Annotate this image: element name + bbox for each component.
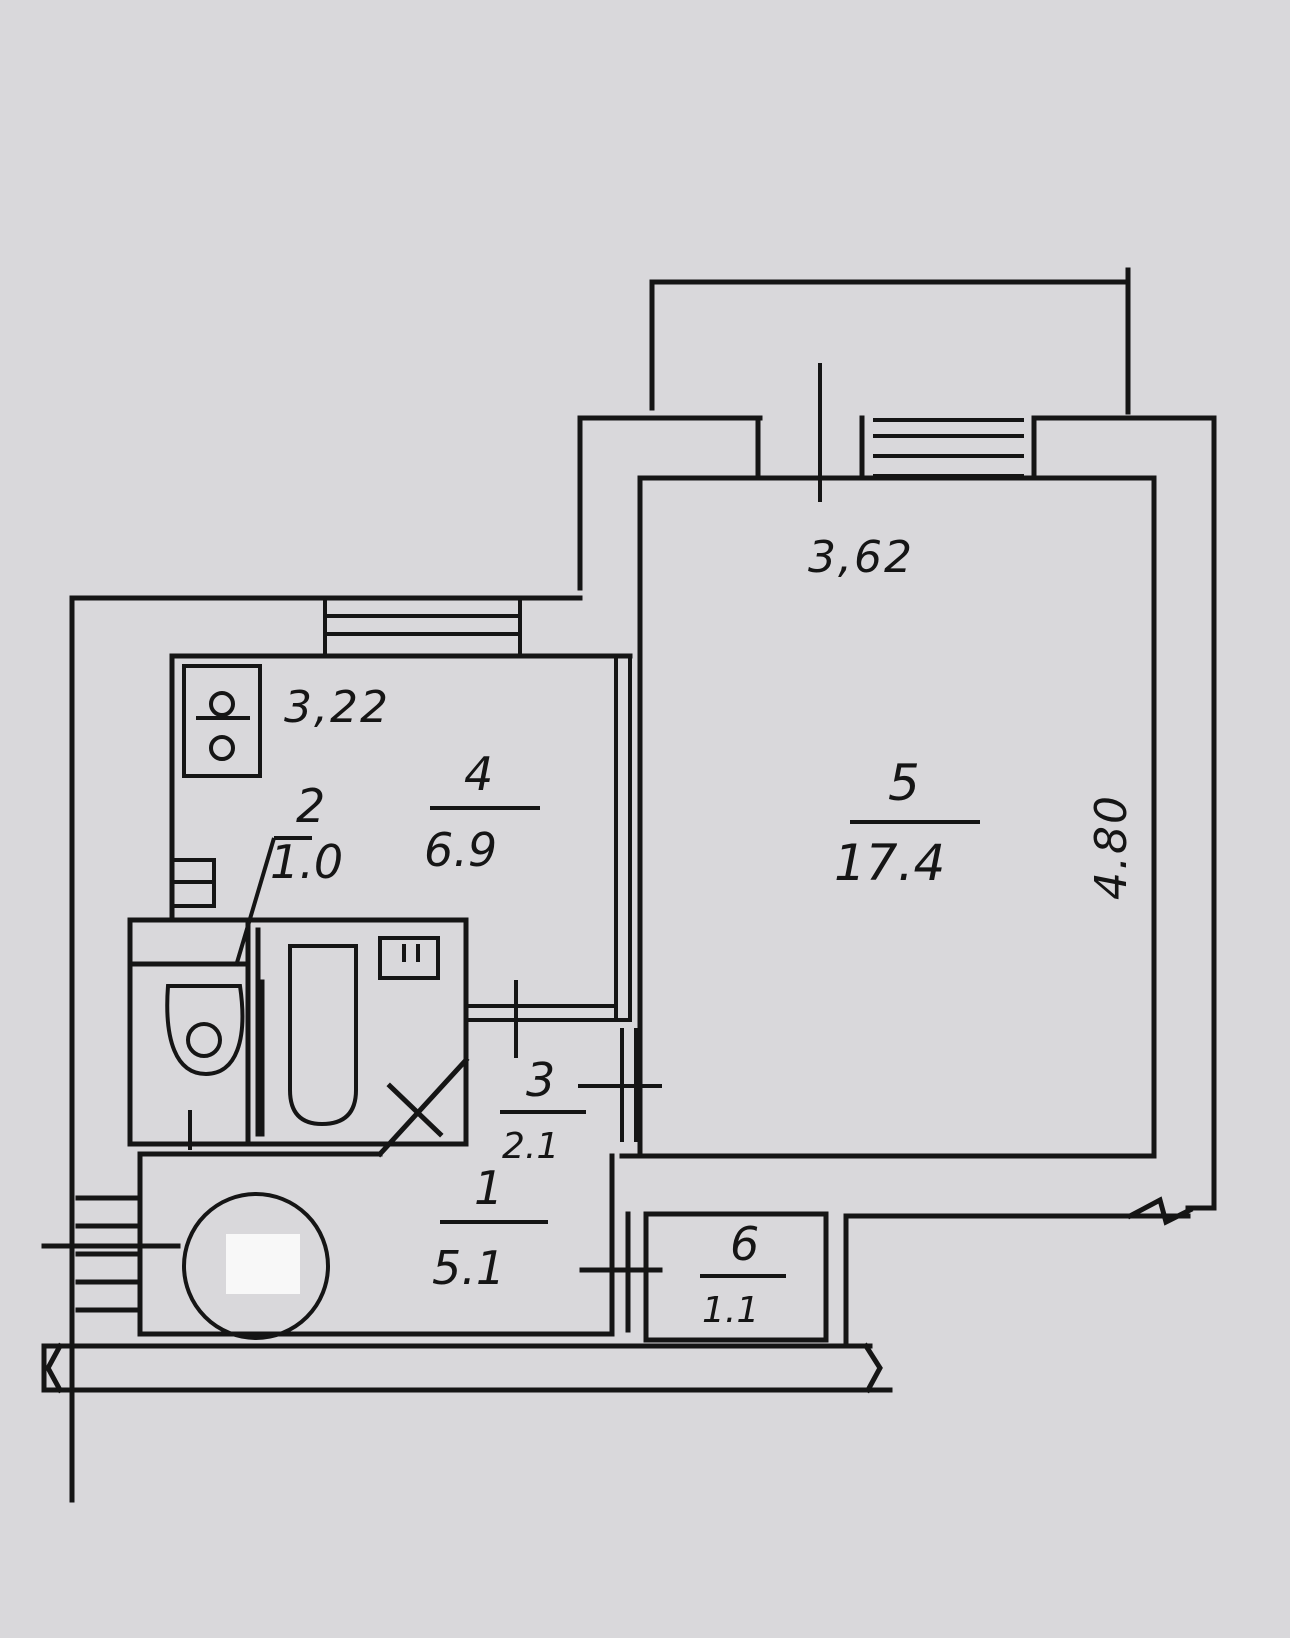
room-width-dimension: 3,62 <box>808 532 914 583</box>
window-room <box>818 363 1024 502</box>
room-1-number: 1 <box>474 1161 503 1215</box>
sink-icon <box>378 936 440 980</box>
toilet-icon <box>165 984 245 1150</box>
column-icon <box>182 1192 330 1340</box>
room-4-number: 4 <box>464 747 493 801</box>
balcony <box>649 267 1131 415</box>
bathtub-icon <box>288 944 358 1127</box>
room-2-area: 1.0 <box>270 835 343 889</box>
hall-walls <box>41 1151 615 1337</box>
stove-icon <box>182 664 262 778</box>
sanitary-block <box>127 917 470 1158</box>
room-length-dimension: 4.80 <box>1086 794 1137 900</box>
room-6-area: 1.1 <box>702 1290 759 1331</box>
room-4-area: 6.9 <box>424 823 497 877</box>
room-2-number: 2 <box>296 779 325 833</box>
kitchen-width-dimension: 3,22 <box>284 682 390 733</box>
window-kitchen <box>323 596 522 658</box>
partition-kitchen-room <box>468 654 662 1142</box>
room-3-number: 3 <box>526 1053 555 1107</box>
storage-walls <box>579 1211 829 1343</box>
kitchen-sink-icon <box>170 858 216 908</box>
room-6-number: 6 <box>730 1217 759 1271</box>
room-5-area: 17.4 <box>834 834 945 892</box>
room-5-number: 5 <box>888 754 920 812</box>
room-1-area: 5.1 <box>432 1241 505 1295</box>
room-3-area: 2.1 <box>502 1126 559 1167</box>
